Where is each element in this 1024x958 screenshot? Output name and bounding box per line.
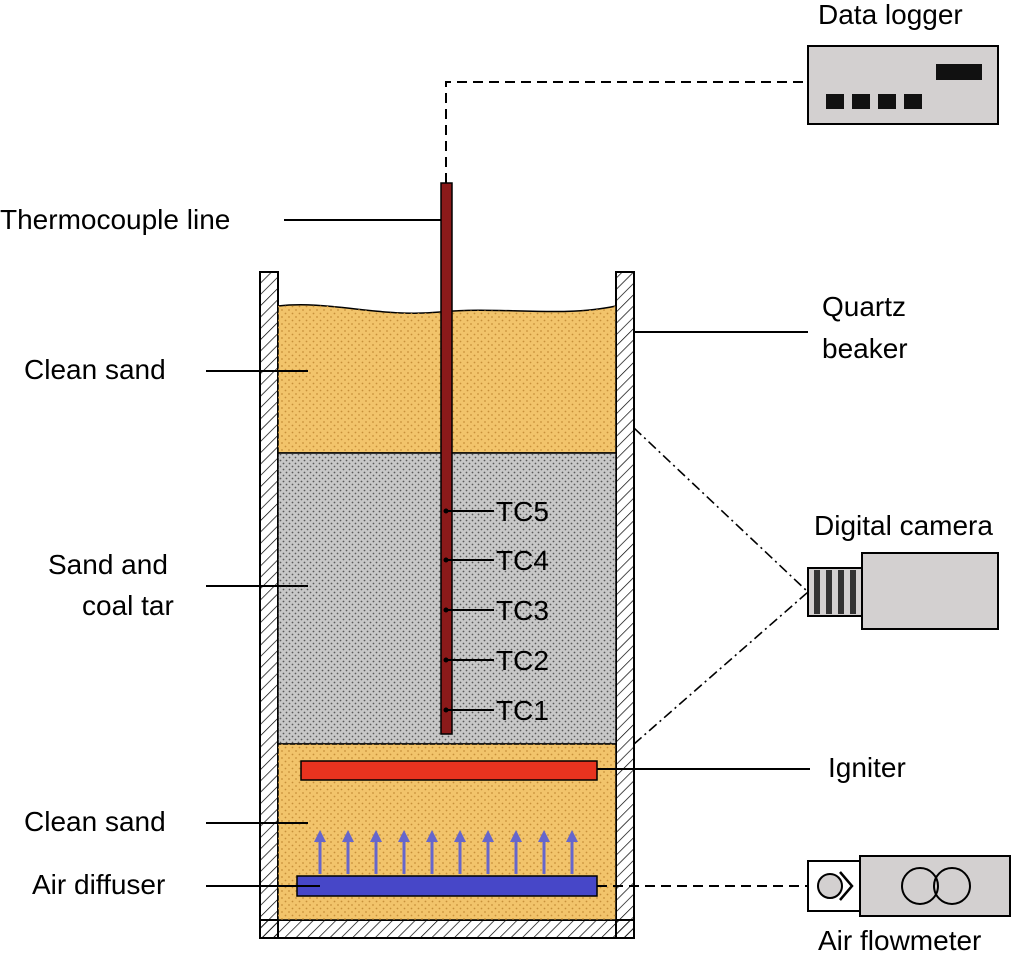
air-diffuser-bar bbox=[296, 875, 598, 897]
air-diffuser-label: Air diffuser bbox=[32, 869, 165, 900]
sand-coal-tar-label-line2: coal tar bbox=[82, 590, 174, 621]
data-logger-device bbox=[807, 45, 999, 125]
igniter-label: Igniter bbox=[828, 752, 906, 783]
air-flow-arrows bbox=[314, 830, 578, 874]
igniter-bar bbox=[300, 760, 598, 781]
sand-coal-tar-label-line1: Sand and bbox=[48, 549, 168, 580]
clean-sand-top-label: Clean sand bbox=[24, 354, 166, 385]
air-flowmeter-label: Air flowmeter bbox=[818, 925, 981, 956]
tc4-label: TC4 bbox=[496, 545, 549, 576]
camera-view-lines bbox=[633, 427, 809, 745]
data-logger-label: Data logger bbox=[818, 0, 963, 30]
quartz-beaker-label-line2: beaker bbox=[822, 333, 908, 364]
tc2-label: TC2 bbox=[496, 645, 549, 676]
digital-camera-device bbox=[807, 552, 999, 630]
thermocouple-line-label: Thermocouple line bbox=[0, 204, 230, 235]
tc1-label: TC1 bbox=[496, 695, 549, 726]
thermocouple-rod bbox=[440, 182, 453, 735]
tc3-label: TC3 bbox=[496, 595, 549, 626]
tc5-label: TC5 bbox=[496, 496, 549, 527]
air-flowmeter-device bbox=[807, 855, 1011, 917]
quartz-beaker bbox=[259, 271, 635, 939]
digital-camera-label: Digital camera bbox=[814, 510, 993, 541]
thermocouple-leaders bbox=[443, 508, 494, 713]
clean-sand-bottom-label: Clean sand bbox=[24, 806, 166, 837]
quartz-beaker-label-line1: Quartz bbox=[822, 291, 906, 322]
data-logger-connection bbox=[445, 81, 808, 183]
